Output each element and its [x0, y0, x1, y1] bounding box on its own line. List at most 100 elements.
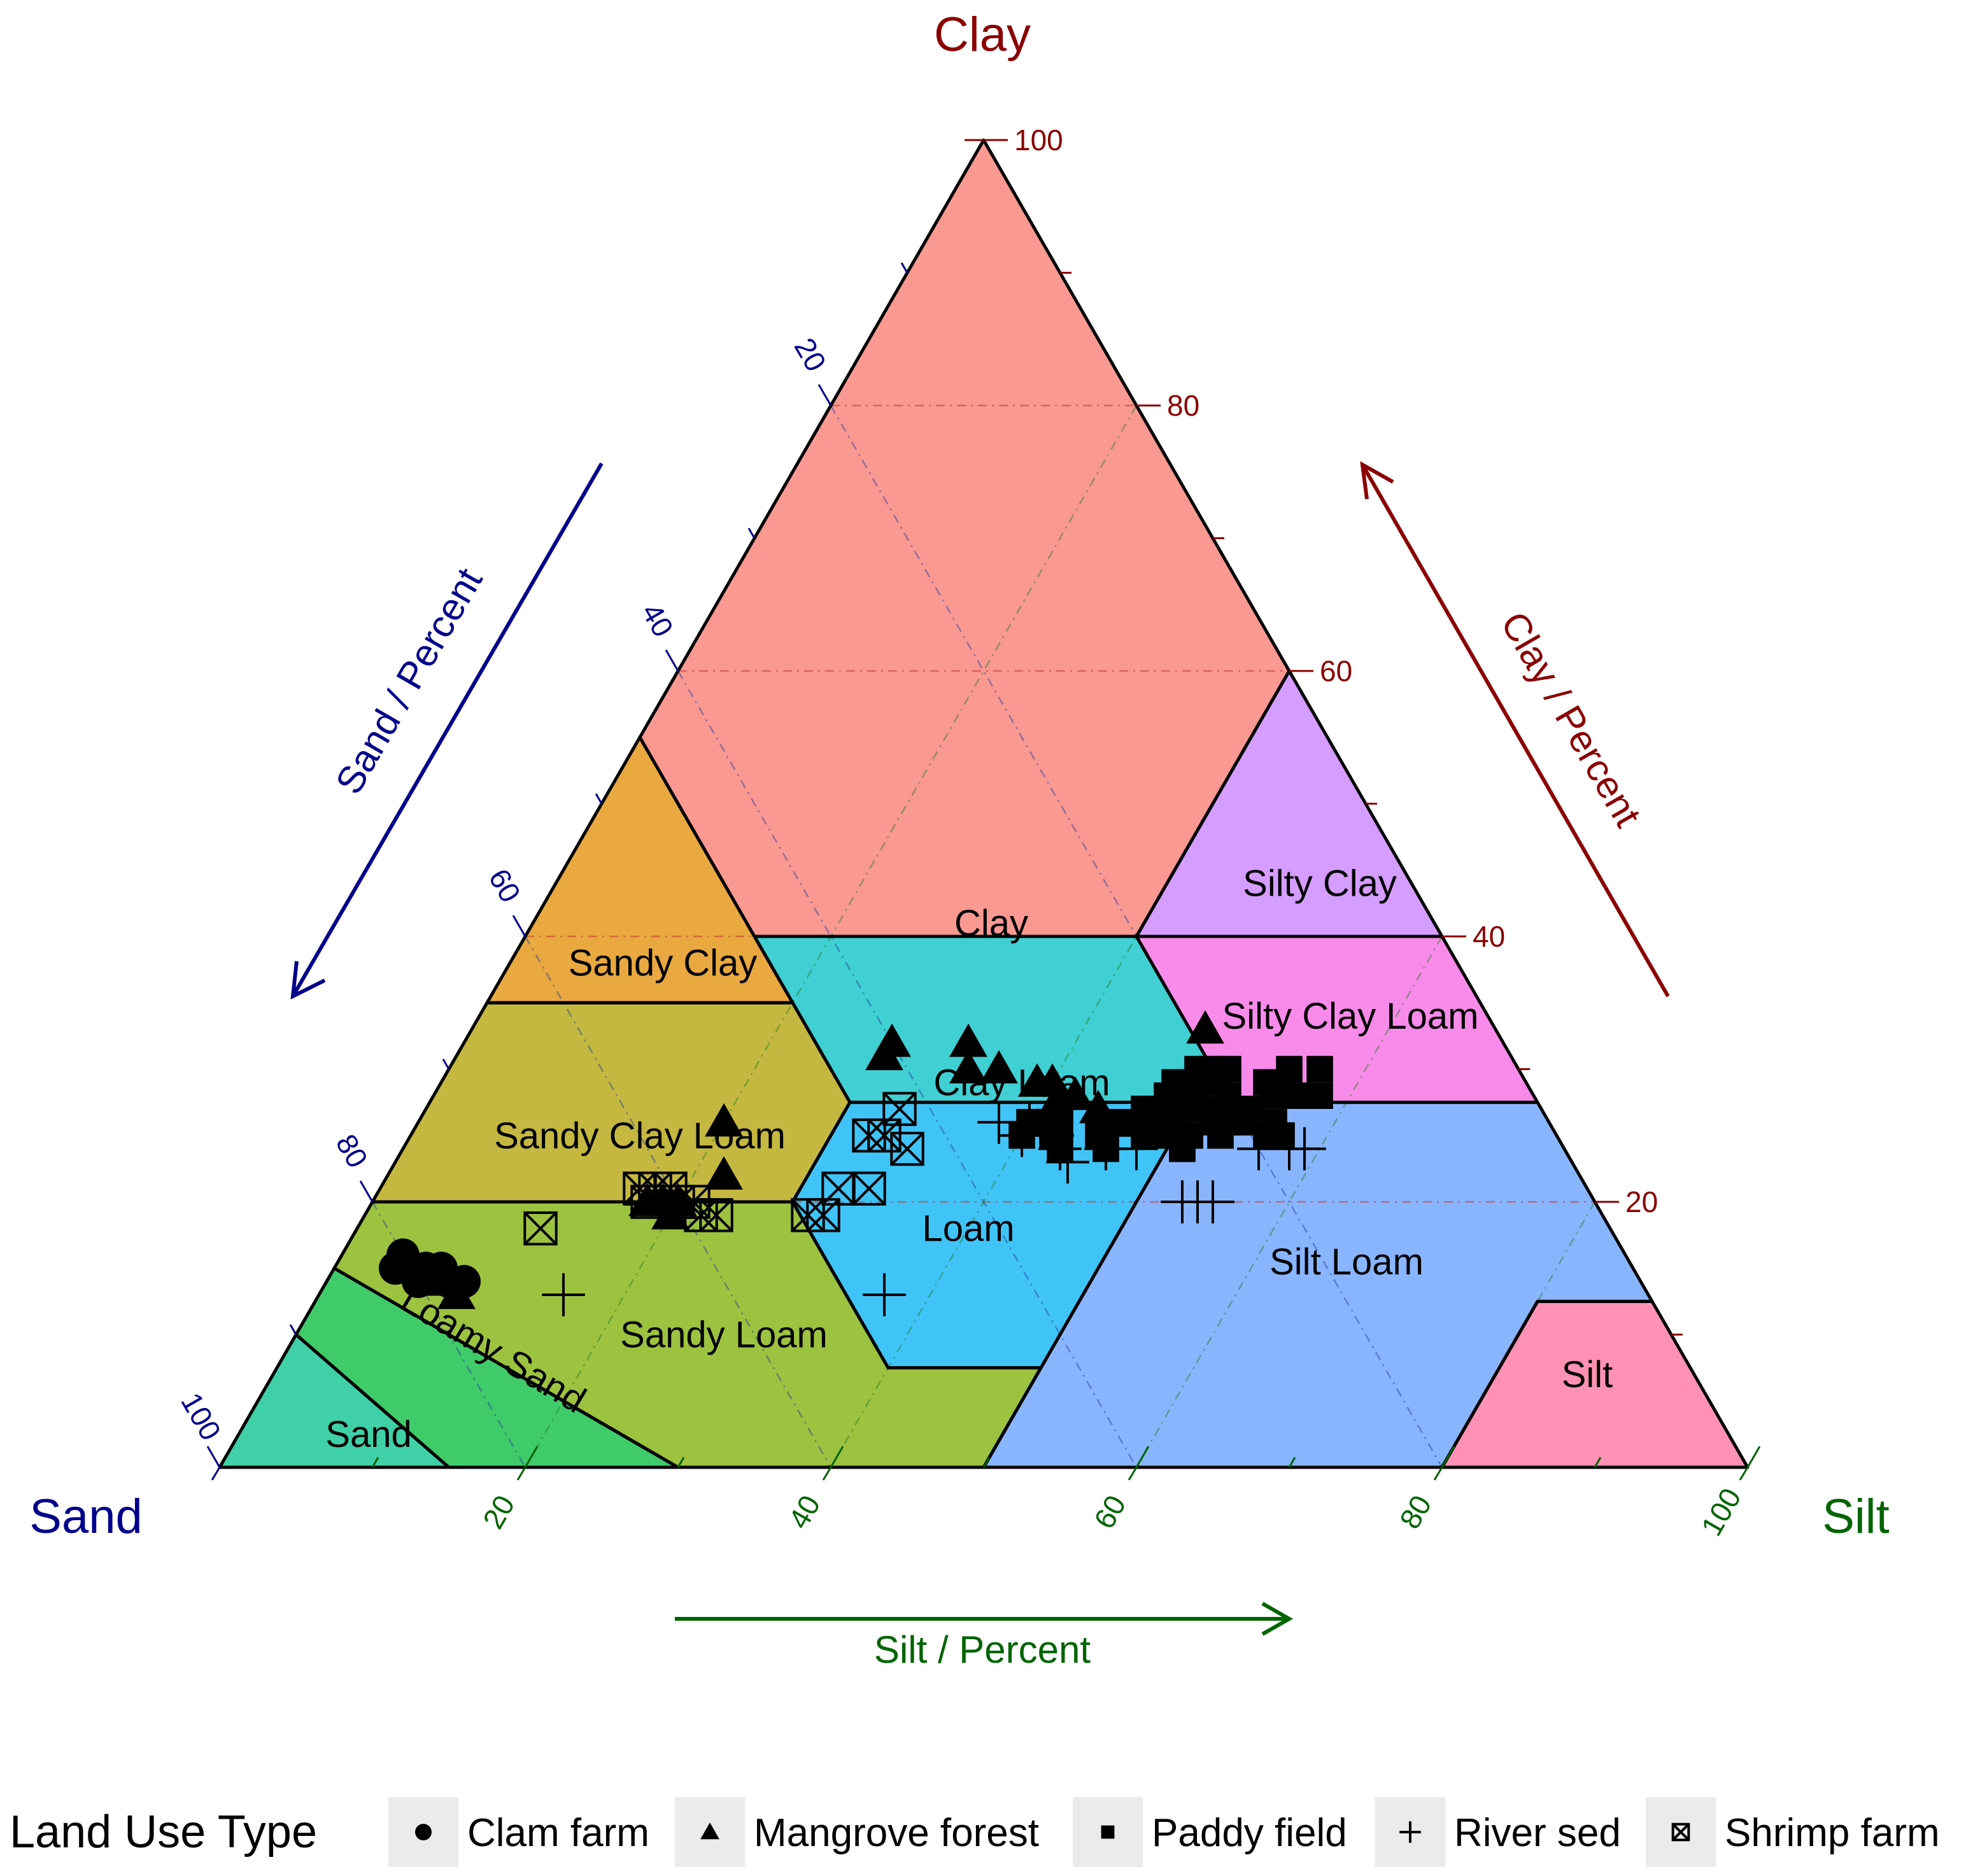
tick-sand-40	[665, 649, 679, 672]
legend-label-paddy-field: Paddy field	[1152, 1811, 1347, 1855]
silt-axis-label: Silt / Percent	[874, 1628, 1091, 1671]
point-river-sed-1	[427, 1260, 470, 1303]
tick-silt-70	[1288, 1456, 1296, 1468]
point-shrimp-farm-12	[890, 1131, 924, 1166]
point-paddy-field-38	[1177, 1122, 1203, 1149]
region-sandy-clay-loam	[372, 1003, 850, 1202]
legend-key-river-sed	[1399, 1821, 1421, 1843]
tick-label-sand-100: 100	[174, 1387, 227, 1446]
tick-sand-80	[359, 1180, 374, 1202]
tick-silt-50	[982, 1456, 991, 1468]
clay-axis-label: Clay / Percent	[1493, 605, 1650, 834]
point-paddy-field-49	[1184, 1055, 1211, 1083]
legend-title: Land Use Type	[10, 1807, 317, 1858]
point-shrimp-farm-16	[852, 1171, 886, 1206]
tick-silt-below-40	[822, 1467, 832, 1481]
tick-silt-below-60	[1128, 1467, 1138, 1481]
tick-sand-60	[512, 915, 527, 937]
tick-sand-90	[289, 1324, 297, 1336]
tick-silt-60	[1135, 1446, 1150, 1468]
tick-silt-30	[677, 1456, 685, 1468]
tick-label-sand-40: 40	[635, 598, 681, 642]
point-river-sed-6	[1008, 1101, 1051, 1144]
tick-silt-90	[1594, 1456, 1602, 1468]
point-paddy-field-34	[1161, 1069, 1188, 1096]
point-river-sed-2	[542, 1273, 585, 1316]
sand-axis-arrow	[290, 462, 604, 1000]
tick-label-silt-80: 80	[1393, 1490, 1438, 1534]
point-river-sed-9	[1046, 1140, 1089, 1184]
point-shrimp-farm-8	[699, 1198, 733, 1232]
legend-label-river-sed: River sed	[1454, 1811, 1621, 1855]
tick-label-sand-60: 60	[483, 863, 528, 908]
tick-label-silt-20: 20	[476, 1490, 521, 1534]
tick-label-clay-40: 40	[1473, 920, 1505, 953]
region-silt-loam	[984, 1102, 1652, 1467]
point-paddy-field-18	[1276, 1055, 1303, 1083]
point-paddy-field-35	[1199, 1109, 1226, 1136]
point-mangrove-forest-19	[1186, 1010, 1224, 1044]
region-label-silt: Silt	[1562, 1354, 1613, 1395]
region-label-sand: Sand	[325, 1414, 411, 1455]
point-paddy-field-32	[1146, 1122, 1173, 1149]
data-points	[379, 1010, 1333, 1316]
region-loam	[793, 1102, 1194, 1368]
tick-silt-below-20	[516, 1467, 527, 1481]
tick-sand-20	[817, 384, 832, 406]
point-paddy-field-44	[1276, 1082, 1303, 1109]
point-mangrove-forest-6	[705, 1156, 743, 1190]
tick-silt-below-80	[1433, 1467, 1443, 1481]
tick-sand-30	[747, 528, 756, 539]
region-label-sandy-clay: Sandy Clay	[569, 943, 758, 984]
tick-sand-10	[900, 262, 909, 274]
point-river-sed-18	[1283, 1127, 1326, 1171]
corner-label-clay: Clay	[934, 8, 1031, 62]
tick-label-silt-100: 100	[1694, 1483, 1747, 1541]
point-shrimp-farm-11	[867, 1118, 902, 1153]
point-mangrove-forest-15	[1018, 1063, 1056, 1097]
point-mangrove-forest-9	[949, 1050, 987, 1083]
texture-regions	[220, 140, 1748, 1467]
grid-sand-40	[677, 670, 1138, 1468]
point-paddy-field-28	[1253, 1122, 1280, 1149]
point-mangrove-forest-1	[414, 1262, 453, 1296]
legend-label-clam-farm: Clam farm	[467, 1811, 649, 1855]
region-silty-clay	[1136, 671, 1442, 936]
tick-silt-100	[1746, 1446, 1761, 1468]
grid-silt-60	[1135, 936, 1443, 1468]
point-river-sed-12	[1115, 1127, 1158, 1171]
corner-label-silt: Silt	[1822, 1490, 1890, 1544]
point-river-sed-11	[1092, 1113, 1135, 1157]
legend-key-mangrove-forest	[700, 1823, 719, 1840]
point-mangrove-forest-20	[865, 1036, 903, 1071]
point-river-sed-0	[389, 1246, 432, 1290]
point-river-sed-3	[863, 1273, 906, 1316]
tick-silt-20	[524, 1446, 539, 1468]
sand-axis-label: Sand / Percent	[327, 561, 491, 801]
point-mangrove-forest-10	[949, 1023, 987, 1057]
point-shrimp-farm-0	[523, 1211, 558, 1246]
legend-key-shrimp-farm	[1671, 1823, 1690, 1842]
tick-silt-below-100	[1739, 1467, 1749, 1481]
region-label-sandy-loam: Sandy Loam	[620, 1315, 828, 1356]
region-clay	[640, 140, 1289, 936]
region-sandy-loam	[334, 1202, 1041, 1467]
point-mangrove-forest-17	[1056, 1076, 1094, 1110]
point-mangrove-forest-7	[705, 1103, 743, 1137]
tick-label-clay-60: 60	[1320, 654, 1352, 688]
point-paddy-field-45	[1306, 1082, 1333, 1109]
tick-sand-70	[442, 1059, 450, 1070]
legend-key-clam-farm	[415, 1824, 432, 1840]
clay-axis-arrow	[1360, 461, 1670, 998]
tick-sand-corner	[211, 1467, 221, 1481]
tick-sand-100	[206, 1446, 221, 1468]
tick-label-clay-100: 100	[1014, 123, 1063, 157]
point-river-sed-15	[1191, 1180, 1234, 1224]
point-paddy-field-46	[1306, 1055, 1333, 1083]
tick-silt-10	[371, 1456, 379, 1468]
region-label-silty-clay-loam: Silty Clay Loam	[1222, 996, 1479, 1037]
point-mangrove-forest-16	[980, 1050, 1018, 1083]
grid-sand-60	[524, 936, 832, 1468]
region-silt	[1442, 1301, 1748, 1467]
